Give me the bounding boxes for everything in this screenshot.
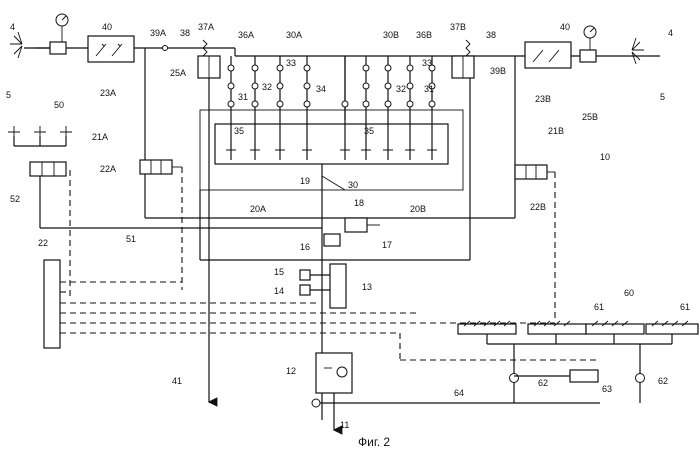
label-61-right: 61: [680, 302, 690, 312]
nozzle-block-35: [215, 124, 448, 164]
valve-icon: [580, 50, 596, 62]
label-64: 64: [454, 388, 464, 398]
label-60: 60: [624, 288, 634, 298]
label-4-left: 4: [10, 22, 15, 32]
label-21b: 21B: [548, 126, 564, 136]
label-36b: 36B: [416, 30, 432, 40]
valve-63: [570, 370, 598, 382]
control-box-40-right: [525, 42, 571, 68]
label-38-right: 38: [486, 30, 496, 40]
spray-nozzle-icon: [8, 126, 72, 146]
label-5-left: 5: [6, 90, 11, 100]
label-36a: 36A: [238, 30, 254, 40]
tank-12: [316, 353, 352, 393]
label-35-left: 35: [234, 126, 244, 136]
label-23b: 23B: [535, 94, 551, 104]
pressure-gauge-icon: [584, 26, 596, 50]
label-20b: 20B: [410, 204, 426, 214]
label-34: 34: [316, 84, 326, 94]
label-10: 10: [600, 152, 610, 162]
label-17: 17: [382, 240, 392, 250]
label-52: 52: [10, 194, 20, 204]
label-13: 13: [362, 282, 372, 292]
label-40-right: 40: [560, 22, 570, 32]
label-14: 14: [274, 286, 284, 296]
valve-18: [345, 218, 380, 232]
label-31-left: 31: [238, 92, 248, 102]
label-21a: 21A: [92, 132, 108, 142]
label-32-right: 32: [396, 84, 406, 94]
label-5-right: 5: [660, 92, 665, 102]
label-15: 15: [274, 267, 284, 277]
valve-21b: [515, 165, 555, 318]
label-11: 11: [340, 420, 349, 430]
valve-37b: [452, 40, 474, 78]
label-51: 51: [126, 234, 136, 244]
box-14: [300, 285, 310, 295]
label-12: 12: [286, 366, 296, 376]
valve-62-right: [636, 374, 645, 383]
valve-37a: [198, 40, 220, 78]
label-22b: 22B: [530, 202, 546, 212]
figure-caption: Фиг. 2: [358, 435, 390, 449]
label-33-left: 33: [286, 58, 296, 68]
pump-icon: [312, 399, 320, 407]
valve-52: [30, 162, 322, 300]
label-50: 50: [54, 100, 64, 110]
pressure-gauge-icon: [56, 14, 68, 42]
label-22a: 22A: [100, 164, 116, 174]
spray-nozzle-icon: [632, 38, 644, 64]
label-30: 30: [348, 180, 358, 190]
label-39a: 39A: [150, 28, 166, 38]
label-20a: 20A: [250, 204, 266, 214]
block-13: [330, 264, 346, 308]
junction-39a: [163, 46, 168, 51]
label-63: 63: [602, 384, 612, 394]
label-61-left: 61: [594, 302, 604, 312]
label-31-right: 31: [424, 84, 434, 94]
label-23a: 23A: [100, 88, 116, 98]
label-38-left: 38: [180, 28, 190, 38]
label-35-right: 35: [364, 126, 374, 136]
label-37a: 37A: [198, 22, 214, 32]
valve-21a: [140, 160, 182, 290]
label-19: 19: [300, 176, 310, 186]
label-16: 16: [300, 242, 310, 252]
nozzle-manifold-60: [487, 334, 672, 403]
label-22: 22: [38, 238, 48, 248]
label-30b: 30B: [383, 30, 399, 40]
label-39b: 39B: [490, 66, 506, 76]
spray-nozzle-icon: [10, 32, 50, 58]
label-37b: 37B: [450, 22, 466, 32]
label-62-left: 62: [538, 378, 548, 388]
label-25b: 25B: [582, 112, 598, 122]
label-62-right: 62: [658, 376, 668, 386]
label-25a: 25A: [170, 68, 186, 78]
label-33-right: 33: [422, 58, 432, 68]
valve-16: [324, 234, 340, 246]
box-15: [300, 270, 310, 280]
label-30a: 30A: [286, 30, 302, 40]
label-41: 41: [172, 376, 182, 386]
label-40-left: 40: [102, 22, 112, 32]
valve-icon: [50, 42, 66, 54]
control-box-40-left: [88, 36, 134, 62]
valve-62-left: [510, 374, 519, 383]
label-18: 18: [354, 198, 364, 208]
controller-22: [44, 260, 60, 348]
leader-30: [322, 176, 345, 190]
label-4-right: 4: [668, 28, 673, 38]
label-32-left: 32: [262, 82, 272, 92]
